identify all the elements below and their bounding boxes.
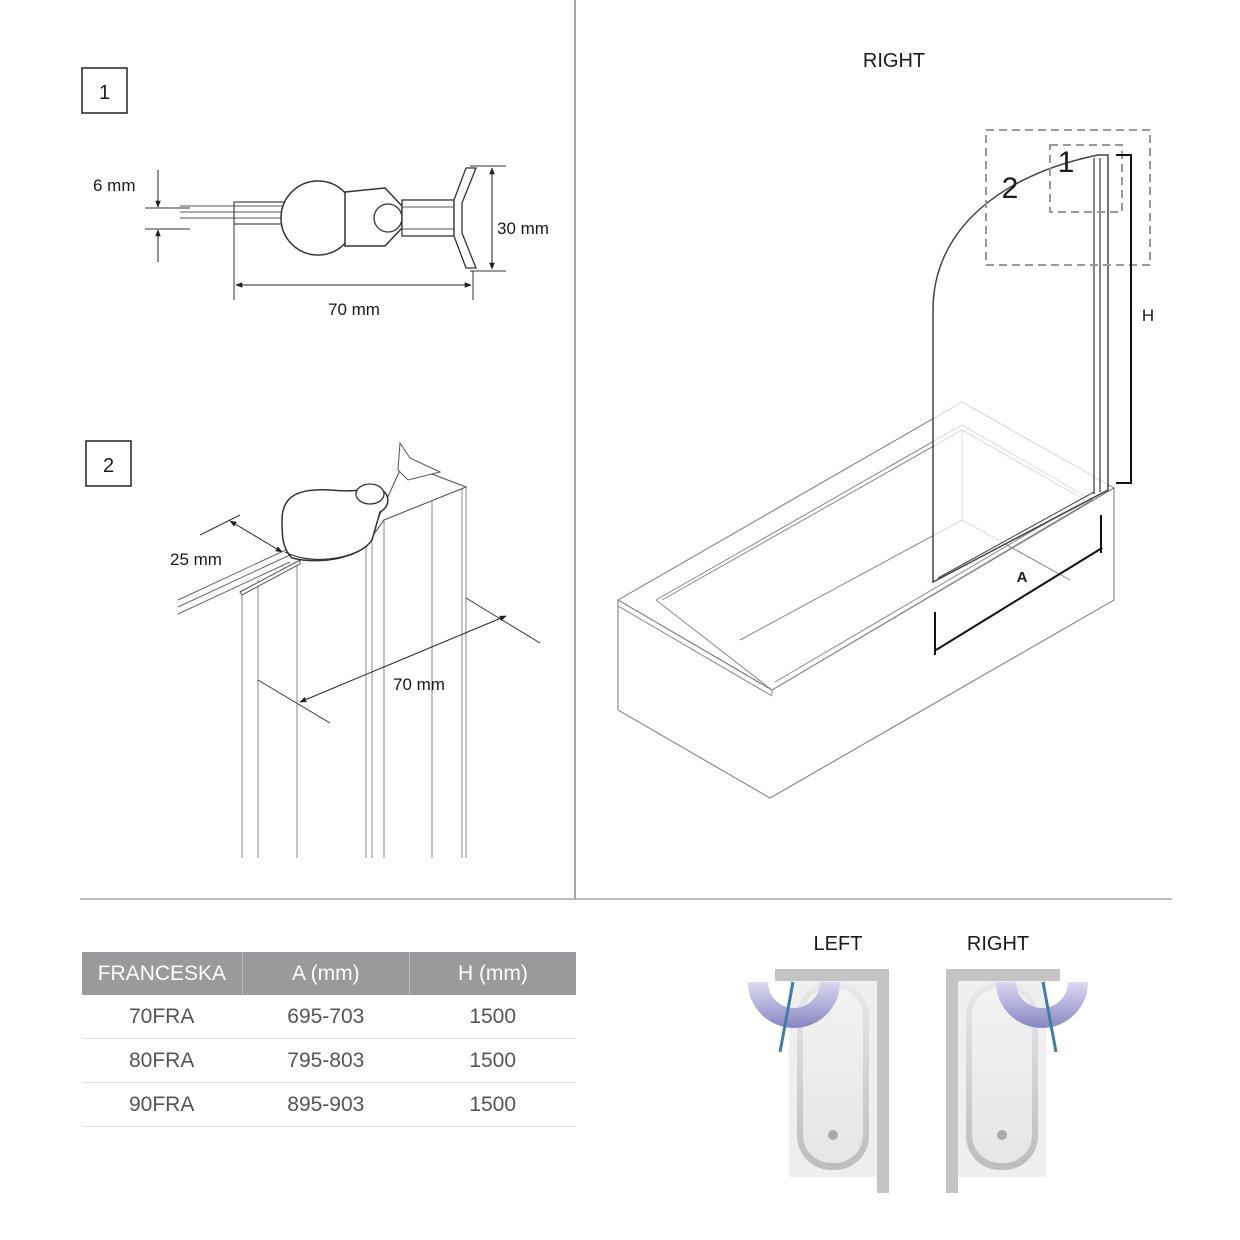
orientation-right: RIGHT bbox=[946, 933, 1088, 1193]
bath-screen-isometric: RIGHT 1 2 H A bbox=[617, 50, 1154, 799]
table-header-a: A (mm) bbox=[241, 952, 410, 995]
table-cell-a: 695-703 bbox=[242, 995, 410, 1039]
table-cell-model: 80FRA bbox=[82, 1038, 243, 1083]
size-table: FRANCESKA A (mm) H (mm) 70FRA 695-703 15… bbox=[82, 952, 576, 1127]
table-row: 70FRA 695-703 1500 bbox=[82, 995, 576, 1039]
detail-1-profile: 1 6 mm 30 mm 70 mm bbox=[81, 67, 549, 319]
callout-box-1 bbox=[1049, 144, 1123, 213]
orientation-right-label: RIGHT bbox=[967, 933, 1029, 955]
detail-1-width-label: 70 mm bbox=[328, 300, 380, 319]
detail-1-height-label: 30 mm bbox=[497, 219, 549, 238]
table-header-model: FRANCESKA bbox=[82, 952, 243, 995]
table-row: 80FRA 795-803 1500 bbox=[82, 1038, 576, 1083]
detail-2-depth-label: 25 mm bbox=[170, 550, 222, 569]
table-header-row: FRANCESKA A (mm) H (mm) bbox=[82, 952, 576, 995]
table-cell-model: 90FRA bbox=[82, 1082, 243, 1127]
detail-1-box bbox=[81, 67, 128, 114]
detail-1-number: 1 bbox=[99, 82, 110, 104]
table-cell-h: 1500 bbox=[409, 1082, 576, 1127]
detail-2-box bbox=[85, 440, 132, 487]
callout-box-2 bbox=[985, 129, 1151, 266]
callout-1-label: 1 bbox=[1058, 146, 1075, 179]
callout-2-label: 2 bbox=[1002, 172, 1019, 205]
detail-2-number: 2 bbox=[103, 455, 114, 477]
detail-2-width-label: 70 mm bbox=[393, 675, 445, 694]
main-view-title: RIGHT bbox=[863, 50, 925, 72]
table-cell-h: 1500 bbox=[409, 1038, 576, 1083]
orientation-left: LEFT bbox=[748, 933, 889, 1193]
detail-2-isometric: 2 25 mm 70 mm bbox=[85, 440, 541, 858]
table-header-h: H (mm) bbox=[408, 952, 576, 995]
table-cell-model: 70FRA bbox=[82, 995, 243, 1039]
orientation-left-label: LEFT bbox=[814, 933, 863, 955]
dimension-h-label: H bbox=[1142, 306, 1154, 325]
table-cell-a: 795-803 bbox=[242, 1038, 410, 1083]
dimension-a-label: A bbox=[1017, 569, 1028, 586]
detail-1-thickness-label: 6 mm bbox=[93, 176, 136, 195]
table-cell-a: 895-903 bbox=[242, 1082, 410, 1127]
table-cell-h: 1500 bbox=[409, 995, 576, 1039]
table-row: 90FRA 895-903 1500 bbox=[82, 1082, 576, 1127]
